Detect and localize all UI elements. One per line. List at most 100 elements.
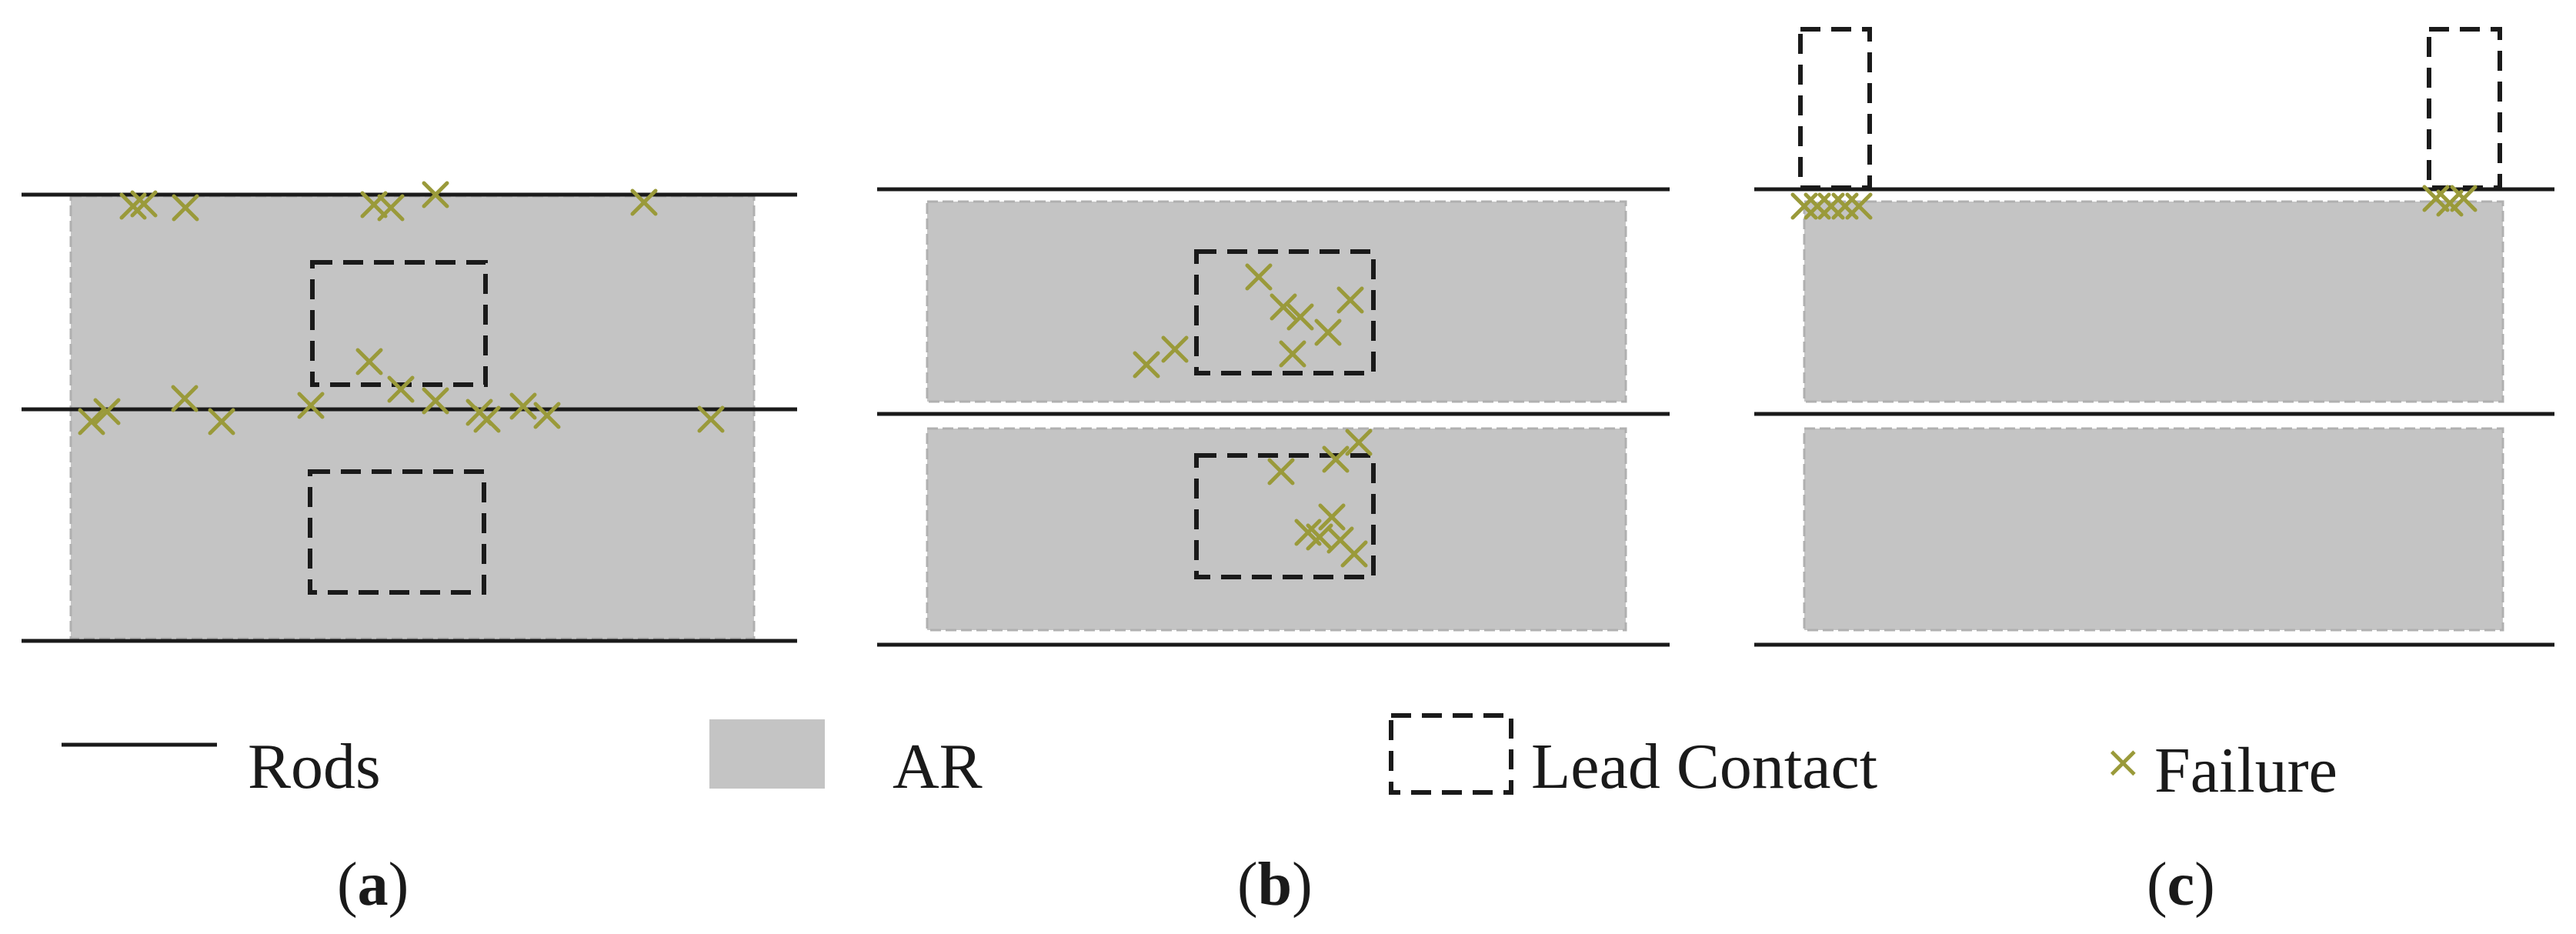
panel-a-failure-13 (171, 385, 199, 412)
caption-a: (a) (337, 854, 409, 916)
panel-a-failure-18 (473, 405, 501, 433)
panel-b-lead-contact-lower (1194, 453, 1376, 579)
panel-b-failure-10-stroke-2 (1322, 445, 1350, 473)
legend-ar-swatch (709, 719, 825, 789)
panel-a-failure-13-stroke-2 (171, 385, 199, 412)
panel-b-failure-5-stroke-2 (1286, 303, 1314, 331)
panel-a-failure-17-stroke-2 (509, 392, 537, 420)
panel-a-failure-7 (630, 188, 658, 216)
panel-a-failure-10-stroke-2 (422, 387, 449, 415)
panel-a-failure-15-stroke-2 (297, 392, 325, 419)
caption-b-close: ) (1292, 851, 1313, 919)
panel-a-failure-6 (422, 181, 449, 208)
panel-a-failure-5-stroke-2 (377, 194, 405, 222)
panel-a-failure-6-stroke-2 (422, 181, 449, 208)
panel-b-failure-8-stroke-2 (1336, 286, 1364, 314)
panel-b-failure-10 (1322, 445, 1350, 473)
caption-a-close: ) (388, 851, 409, 919)
panel-c-ar-region-lower (1803, 427, 2504, 632)
panel-b-failure-7-stroke-2 (1279, 340, 1306, 368)
panel-b-failure-7 (1279, 340, 1306, 368)
panel-b-failure-3-stroke-2 (1245, 263, 1273, 291)
panel-a-failure-9-stroke-2 (387, 375, 415, 403)
legend-lead-contact-swatch (1389, 713, 1513, 795)
panel-b-failure-9 (1345, 429, 1373, 456)
panel-b-failure-3 (1245, 263, 1273, 291)
panel-c-failure-7 (2436, 189, 2464, 217)
panel-a-failure-18-stroke-2 (473, 405, 501, 433)
panel-b-diagram (877, 187, 1670, 647)
legend-failure-label: Failure (2154, 735, 2337, 806)
caption-a-letter: a (357, 851, 389, 919)
caption-c: (c) (2147, 854, 2215, 916)
legend-lead-contact-label: Lead Contact (1531, 731, 1878, 802)
panel-c-failure-8-stroke-2 (2450, 185, 2478, 212)
panel-a-failure-10 (422, 387, 449, 415)
panel-a-failure-12-stroke-2 (93, 398, 121, 425)
panel-b-failure-8 (1336, 286, 1364, 314)
panel-b-failure-11-stroke-2 (1267, 458, 1295, 485)
panel-a-failure-5 (377, 194, 405, 222)
panel-a-ar-region (69, 195, 756, 640)
panel-a-failure-12 (93, 398, 121, 425)
panel-a-failure-8-stroke-2 (355, 348, 383, 375)
panel-a-lead-contact-lower (308, 469, 486, 595)
panel-c-failure-7-stroke-2 (2436, 189, 2464, 217)
panel-b-failure-16 (1340, 540, 1368, 568)
caption-b: (b) (1237, 854, 1313, 916)
panel-b-failure-14 (1318, 503, 1346, 531)
panel-a-failure-2 (130, 190, 158, 218)
panel-b-failure-16-stroke-2 (1340, 540, 1368, 568)
panel-a-failure-15 (297, 392, 325, 419)
legend-failure-swatch: × (2104, 736, 2142, 788)
panel-b-failure-6 (1314, 319, 1342, 346)
panel-a-failure-20 (697, 405, 725, 433)
panel-a-failure-2-stroke-2 (130, 190, 158, 218)
panel-b-lead-contact-upper (1194, 249, 1376, 375)
panel-c-failure-5 (1845, 192, 1873, 220)
panel-c-failure-6 (2422, 185, 2450, 212)
panel-b-failure-12-stroke-2 (1294, 519, 1322, 546)
caption-b-open: ( (1237, 851, 1258, 919)
panel-a-failure-11-stroke-2 (78, 408, 105, 435)
panel-a-failure-14 (208, 408, 235, 435)
panel-b-failure-2 (1161, 335, 1189, 363)
panel-c-failure-8 (2450, 185, 2478, 212)
panel-c-lead-contact-right (2427, 27, 2502, 190)
panel-b-ar-region-lower (926, 427, 1627, 632)
panel-a-failure-20-stroke-2 (697, 405, 725, 433)
panel-a-failure-14-stroke-2 (208, 408, 235, 435)
caption-c-open: ( (2147, 851, 2167, 919)
panel-a-failure-7-stroke-2 (630, 188, 658, 216)
panel-a-failure-8 (355, 348, 383, 375)
caption-a-open: ( (337, 851, 358, 919)
caption-c-letter: c (2167, 851, 2195, 919)
panel-a-failure-17 (509, 392, 537, 420)
panel-b-failure-4 (1270, 293, 1297, 321)
panel-b-failure-14-stroke-2 (1318, 503, 1346, 531)
panel-b-failure-15-stroke-2 (1326, 526, 1354, 554)
panel-a-diagram (22, 181, 797, 643)
panel-b-failure-1 (1133, 351, 1160, 379)
panel-b-failure-1-stroke-2 (1133, 351, 1160, 379)
panel-c-lead-contact-left (1798, 27, 1872, 190)
caption-c-close: ) (2194, 851, 2215, 919)
panel-b-failure-4-stroke-2 (1270, 293, 1297, 321)
panel-b-failure-2-stroke-2 (1161, 335, 1189, 363)
panel-c-ar-region-upper (1803, 200, 2504, 403)
panel-a-failure-19 (533, 402, 561, 429)
panel-b-failure-9-stroke-2 (1345, 429, 1373, 456)
legend-graphics: × (62, 713, 2142, 795)
panel-b-failure-6-stroke-2 (1314, 319, 1342, 346)
panel-b-failure-11 (1267, 458, 1295, 485)
panel-c-failure-6-stroke-2 (2422, 185, 2450, 212)
caption-b-letter: b (1257, 851, 1293, 919)
panel-a-failure-3-stroke-2 (172, 194, 199, 222)
legend-rods-label: Rods (248, 731, 381, 802)
panel-a-failure-11 (78, 408, 105, 435)
panel-a-failure-19-stroke-2 (533, 402, 561, 429)
legend-ar-label: AR (893, 731, 983, 802)
panel-a-failure-9 (387, 375, 415, 403)
panel-c-failure-5-stroke-2 (1845, 192, 1873, 220)
